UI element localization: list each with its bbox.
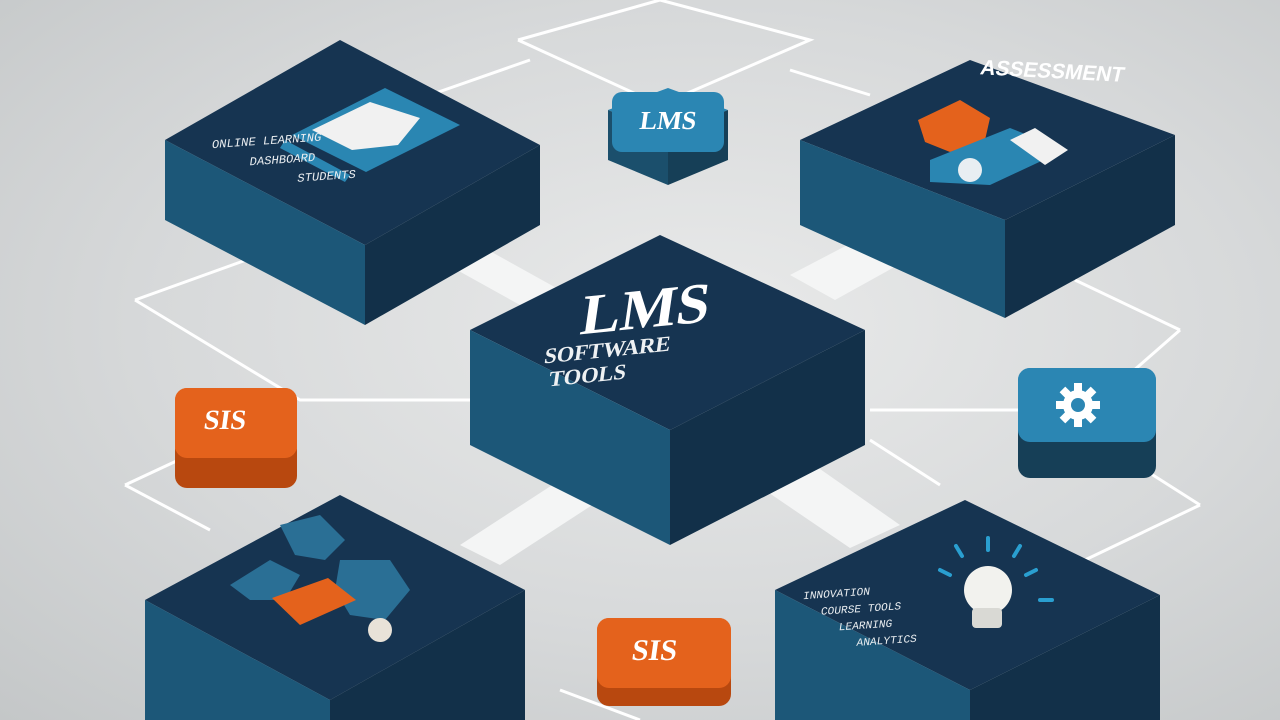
- world-map-icon: [230, 515, 410, 620]
- bottom-tile-label: SIS: [629, 634, 680, 667]
- center-subtitle: SOFTWARE TOOLS: [539, 331, 673, 393]
- top-small-tile: [608, 88, 728, 185]
- bottom-right-text-line: ANALYTICS: [855, 633, 918, 650]
- right-small-tile: [1018, 368, 1156, 478]
- assessment-label: ASSESSMENT: [978, 56, 1127, 87]
- top-left-text-line: STUDENTS: [296, 167, 357, 186]
- gear-icon: [1056, 383, 1100, 427]
- top-left-block-text: ONLINE LEARNING DASHBOARD STUDENTS: [205, 125, 363, 195]
- lightbulb-icon: [938, 536, 1054, 628]
- bottom-right-block-text: INNOVATION COURSE TOOLS LEARNING ANALYTI…: [794, 581, 925, 657]
- top-right-block: [800, 60, 1175, 318]
- bottom-left-block: [145, 495, 525, 720]
- orange-card-icon: [272, 578, 392, 642]
- top-tile-label: LMS: [638, 106, 699, 135]
- left-tile-label: SIS: [201, 405, 249, 436]
- assessment-icons: [918, 100, 1068, 185]
- left-small-tile: [175, 388, 297, 488]
